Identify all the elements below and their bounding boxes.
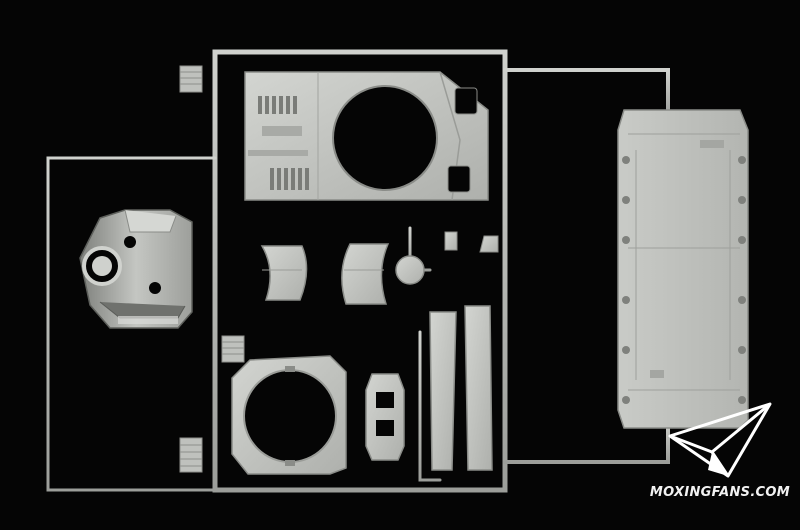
side-plate-left xyxy=(429,311,457,471)
small-bracket-parts xyxy=(444,231,499,253)
paper-plane-icon xyxy=(668,402,772,478)
curved-armor-panel-left xyxy=(260,245,308,301)
runner-tab-bottom xyxy=(179,437,203,473)
turret-shell xyxy=(79,209,193,329)
curved-armor-panel-right xyxy=(341,243,390,305)
turret-ring-plate xyxy=(231,355,347,475)
hull-tub xyxy=(617,109,749,429)
hatch-strip-part xyxy=(365,373,405,461)
runner-tab-middle xyxy=(221,335,245,363)
watermark-text: MOXINGFANS.COM xyxy=(649,485,790,500)
sprue-runner-frame xyxy=(46,49,670,493)
small-dome-part xyxy=(395,255,425,285)
upper-deck-plate xyxy=(244,71,489,201)
side-plate-right xyxy=(464,305,493,471)
watermark-logo xyxy=(668,402,772,478)
runner-tab-top xyxy=(179,65,203,93)
